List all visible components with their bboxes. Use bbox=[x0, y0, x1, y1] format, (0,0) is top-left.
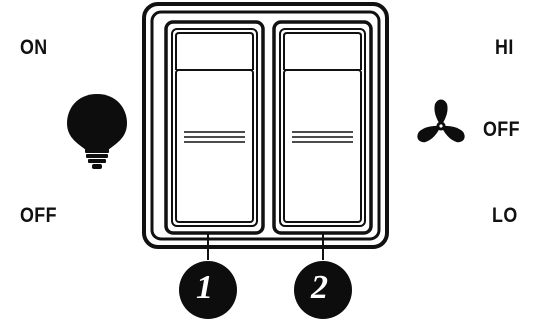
callout-circle-1 bbox=[179, 261, 237, 319]
fan-hi-label: HI bbox=[495, 36, 514, 59]
rocker-switch-2[interactable] bbox=[272, 20, 373, 235]
fan-off-label: OFF bbox=[483, 118, 520, 141]
callout-circle-2 bbox=[294, 261, 352, 319]
callout-number-2: 2 bbox=[311, 269, 329, 306]
fan-icon bbox=[417, 99, 465, 143]
light-off-label: OFF bbox=[20, 204, 57, 227]
light-bulb-icon bbox=[67, 94, 127, 169]
rocker-switch-1[interactable] bbox=[164, 20, 265, 235]
fan-lo-label: LO bbox=[492, 204, 518, 227]
callout-number-1: 1 bbox=[196, 269, 214, 306]
light-on-label: ON bbox=[20, 36, 48, 59]
